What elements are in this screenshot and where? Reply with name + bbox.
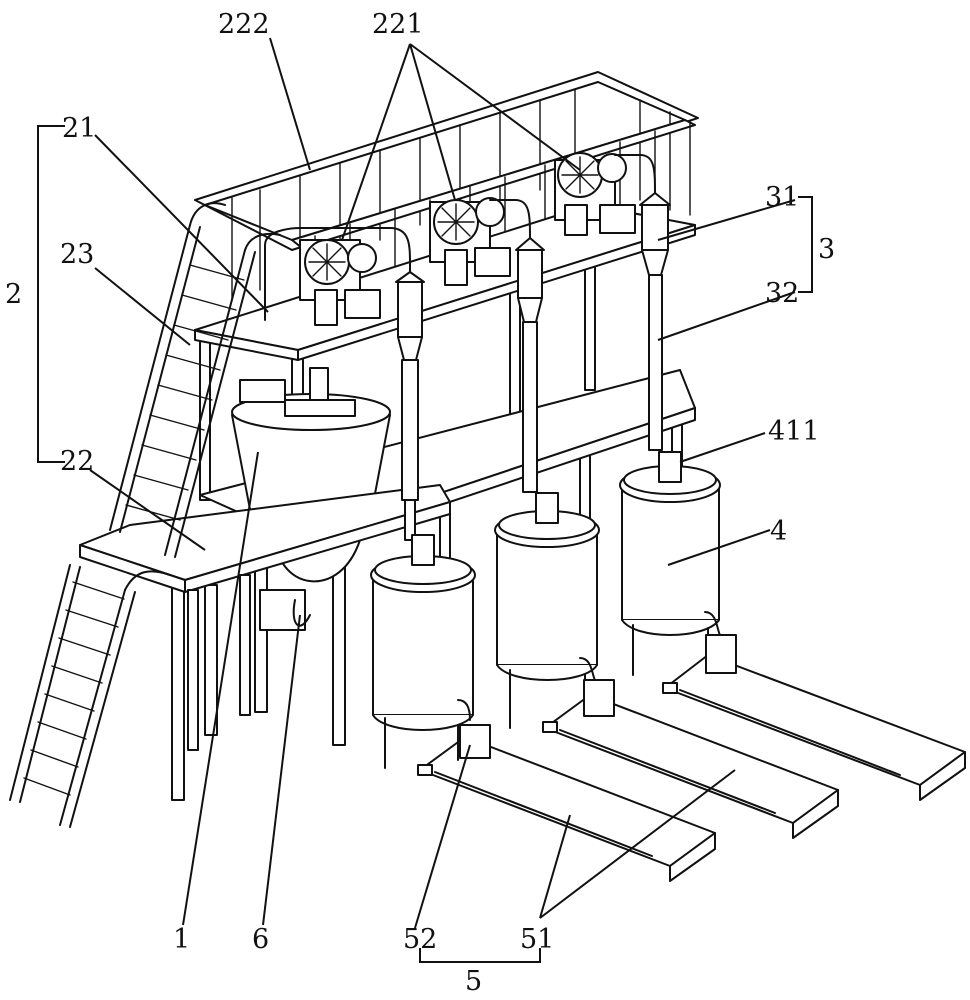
- label-3: 3: [818, 234, 835, 265]
- cyclone-3: [614, 154, 671, 451]
- conveyor-belt-1: [417, 736, 716, 882]
- smashing-machine-3: [554, 152, 636, 236]
- top-cage-railing: [194, 71, 699, 331]
- label-2: 2: [5, 279, 22, 310]
- lower-platform: [79, 484, 451, 751]
- collection-tank-2: [494, 492, 615, 729]
- collection-tank-3: [619, 451, 737, 676]
- cyclone-2: [489, 199, 545, 493]
- label-51: 51: [520, 924, 554, 955]
- conveyor-belt-2: [542, 694, 839, 839]
- lower-staircase: [9, 564, 171, 828]
- label-52: 52: [403, 924, 437, 955]
- collection-tank-1: [370, 534, 491, 769]
- conveyor-belt-3: [662, 654, 966, 801]
- label-31: 31: [765, 182, 799, 213]
- reference-labels: 222 221 21 2 23 22 31 3 32 411 4 1 6 52 …: [5, 9, 835, 997]
- smashing-machine-2: [429, 197, 511, 286]
- label-32: 32: [765, 278, 799, 309]
- upper-staircase: [109, 202, 281, 558]
- leader-lines: [37, 37, 813, 963]
- label-6: 6: [252, 924, 269, 955]
- label-5: 5: [465, 966, 482, 997]
- cyclone-1: [264, 227, 425, 541]
- label-221: 221: [372, 9, 424, 40]
- label-21: 21: [62, 113, 96, 144]
- label-23: 23: [60, 239, 94, 270]
- smashing-machine-1: [299, 239, 381, 326]
- label-4: 4: [770, 516, 787, 547]
- label-22: 22: [60, 446, 94, 477]
- label-1: 1: [173, 924, 190, 955]
- label-222: 222: [218, 9, 270, 40]
- label-411: 411: [768, 416, 820, 447]
